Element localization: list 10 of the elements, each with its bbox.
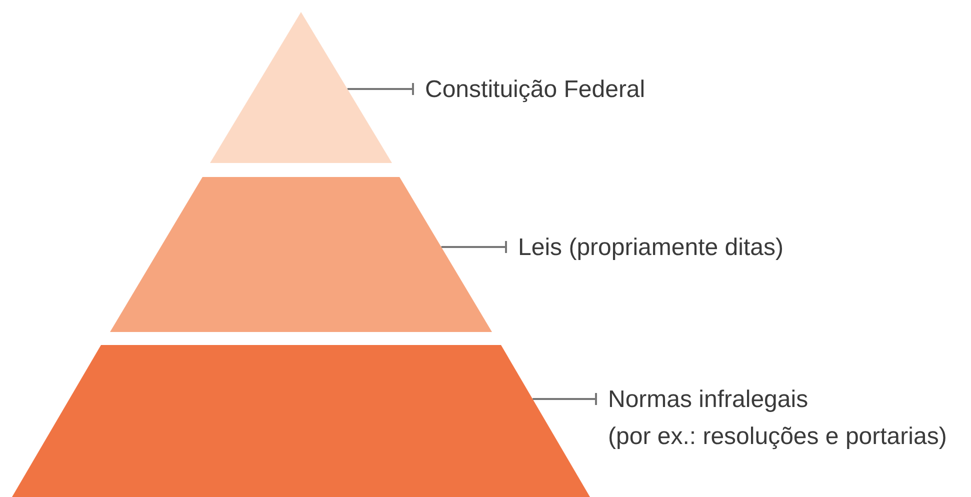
leader-line: [347, 83, 414, 95]
leader-line: [441, 241, 507, 253]
pyramid-layer: [110, 177, 492, 332]
leader-line: [532, 393, 597, 405]
layer-label: Constituição Federal: [425, 75, 646, 105]
layer-label: Leis (propriamente ditas): [518, 233, 784, 263]
layer-label: (por ex.: resoluções e portarias): [608, 422, 947, 452]
pyramid-top-layer: [210, 12, 392, 163]
pyramid-layer: [12, 345, 590, 497]
layer-label: Normas infralegais: [608, 385, 810, 415]
